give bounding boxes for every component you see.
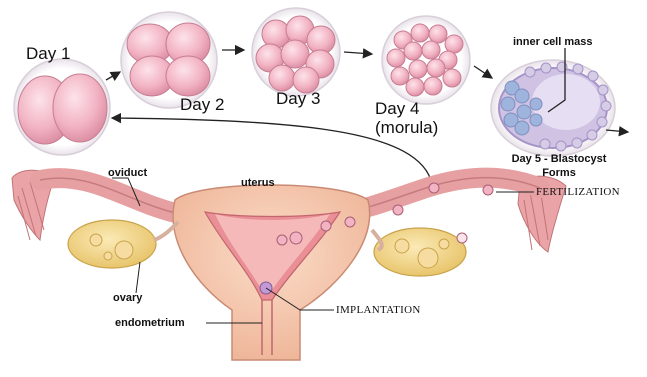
day5-sublabel: Forms bbox=[494, 167, 624, 179]
ovary-label: ovary bbox=[113, 292, 142, 304]
endometrium-label: endometrium bbox=[115, 317, 185, 329]
uterus-label: uterus bbox=[241, 177, 275, 189]
day4-label: Day 4 bbox=[375, 99, 419, 119]
day1-label: Day 1 bbox=[26, 44, 70, 64]
day2-label: Day 2 bbox=[180, 95, 224, 115]
implantation-label: IMPLANTATION bbox=[336, 304, 421, 316]
day5-label: Day 5 - Blastocyst bbox=[494, 153, 624, 165]
day1-embryo bbox=[14, 59, 110, 155]
anatomy-artwork bbox=[12, 170, 566, 360]
day3-label: Day 3 bbox=[276, 89, 320, 109]
day2-embryo bbox=[121, 12, 217, 108]
oviduct-label: oviduct bbox=[108, 167, 147, 179]
day3-embryo bbox=[252, 8, 340, 96]
day4-morula bbox=[382, 16, 470, 104]
inner-cell-mass-label: inner cell mass bbox=[513, 36, 593, 48]
fertilization-label: FERTILIZATION bbox=[536, 186, 620, 198]
day4-sublabel: (morula) bbox=[375, 118, 438, 138]
